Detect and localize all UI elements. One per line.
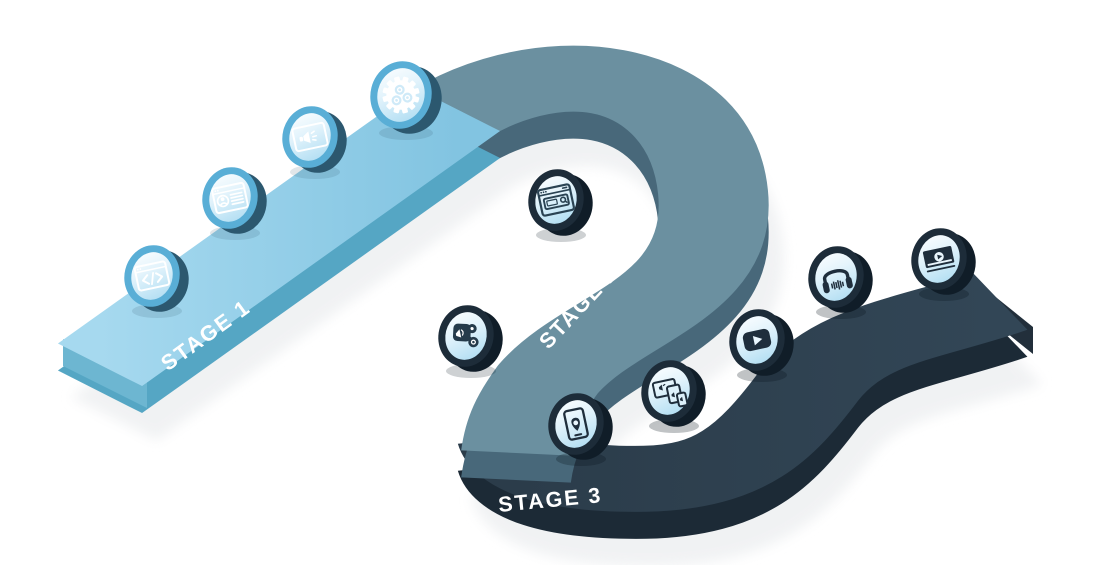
badge-multi-device xyxy=(641,360,706,433)
stage1-path xyxy=(57,88,501,414)
badge-face xyxy=(289,113,331,161)
video-player-icon xyxy=(922,245,956,273)
play-button-icon xyxy=(742,328,772,352)
ad-banner-icon xyxy=(291,121,329,153)
browser-search-icon xyxy=(537,183,575,217)
badge-play xyxy=(729,309,794,382)
phone-location-icon xyxy=(563,407,589,441)
badge-headphones xyxy=(808,246,873,319)
badge-code xyxy=(124,245,189,318)
multi-device-ads-icon xyxy=(651,378,689,408)
gear-process-icon xyxy=(382,76,420,114)
badge-phone-location xyxy=(548,393,613,466)
badge-content-share xyxy=(438,305,503,378)
badge-video-player xyxy=(911,228,976,301)
stage2-path xyxy=(387,45,769,484)
badge-ad-banner xyxy=(282,106,347,179)
badge-face xyxy=(209,174,251,222)
badge-browser-search xyxy=(528,169,593,242)
code-window-icon xyxy=(133,260,171,292)
headphones-audio-icon xyxy=(822,269,853,294)
badge-profile xyxy=(202,167,267,240)
profile-page-icon xyxy=(211,181,249,215)
content-share-icon xyxy=(452,323,479,348)
badge-gear xyxy=(370,61,442,140)
